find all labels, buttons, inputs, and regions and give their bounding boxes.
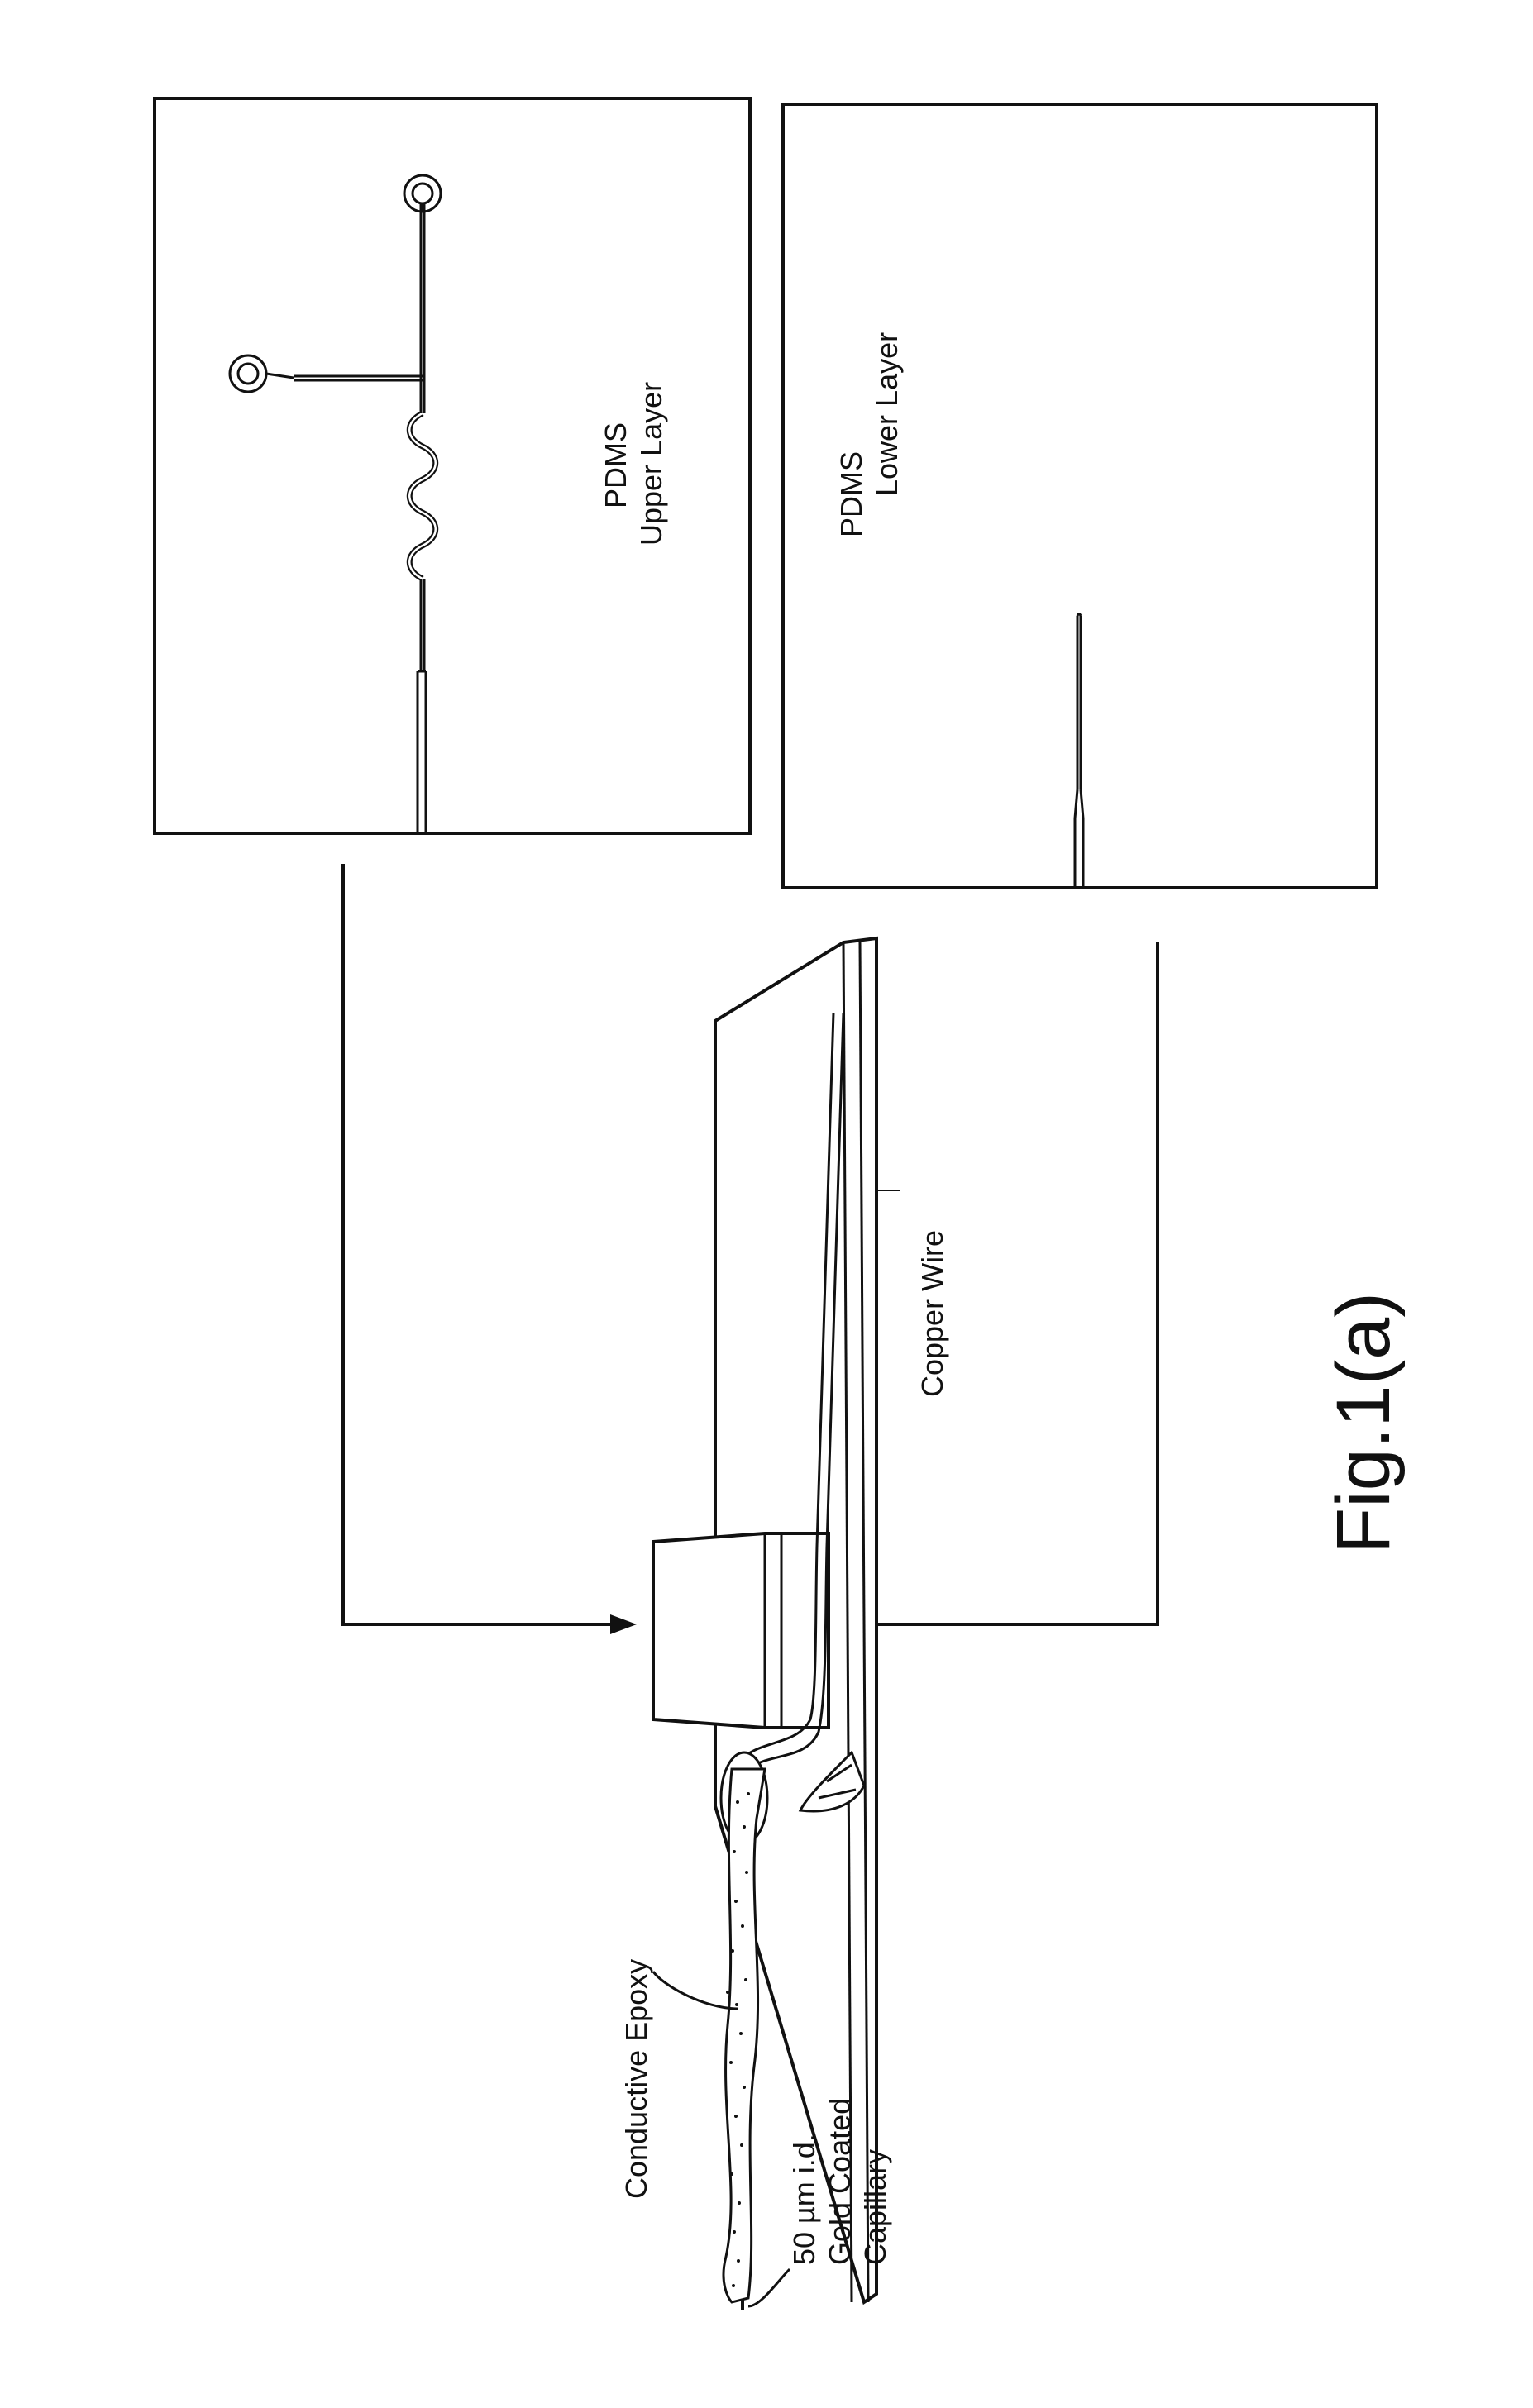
figure-caption: Fig.1(a) bbox=[1321, 1292, 1406, 1554]
conductive-epoxy-leader bbox=[653, 1972, 738, 2009]
conductive-epoxy-label: Conductive Epoxy bbox=[619, 1959, 653, 2199]
copper-wire-label: Copper Wire bbox=[915, 1230, 949, 1397]
lower-layer-label-line1: PDMS bbox=[834, 451, 868, 537]
assembled-device bbox=[653, 938, 876, 2302]
capillary-leader bbox=[748, 2269, 790, 2306]
upper-layer-label-line2: Upper Layer bbox=[634, 382, 668, 546]
upper-layer-label-line1: PDMS bbox=[599, 422, 633, 508]
assembly-arrow-upper bbox=[343, 864, 637, 1634]
upper-layer-channel bbox=[294, 203, 436, 833]
capillary-label-line2: Gold Coated bbox=[823, 2098, 857, 2265]
pdms-block bbox=[653, 1533, 829, 1728]
lower-layer-channel bbox=[1075, 614, 1083, 889]
upper-layer-panel: PDMS Upper Layer bbox=[155, 98, 750, 833]
reservoir-branch bbox=[230, 355, 294, 392]
lower-layer-label-line2: Lower Layer bbox=[870, 332, 904, 496]
reservoir-top bbox=[404, 175, 441, 212]
capillary-label-line1: 50 µm i.d. bbox=[787, 2134, 821, 2265]
lower-layer-panel: PDMS Lower Layer bbox=[783, 104, 1377, 888]
capillary-label-line3: Capillary bbox=[858, 2149, 892, 2265]
